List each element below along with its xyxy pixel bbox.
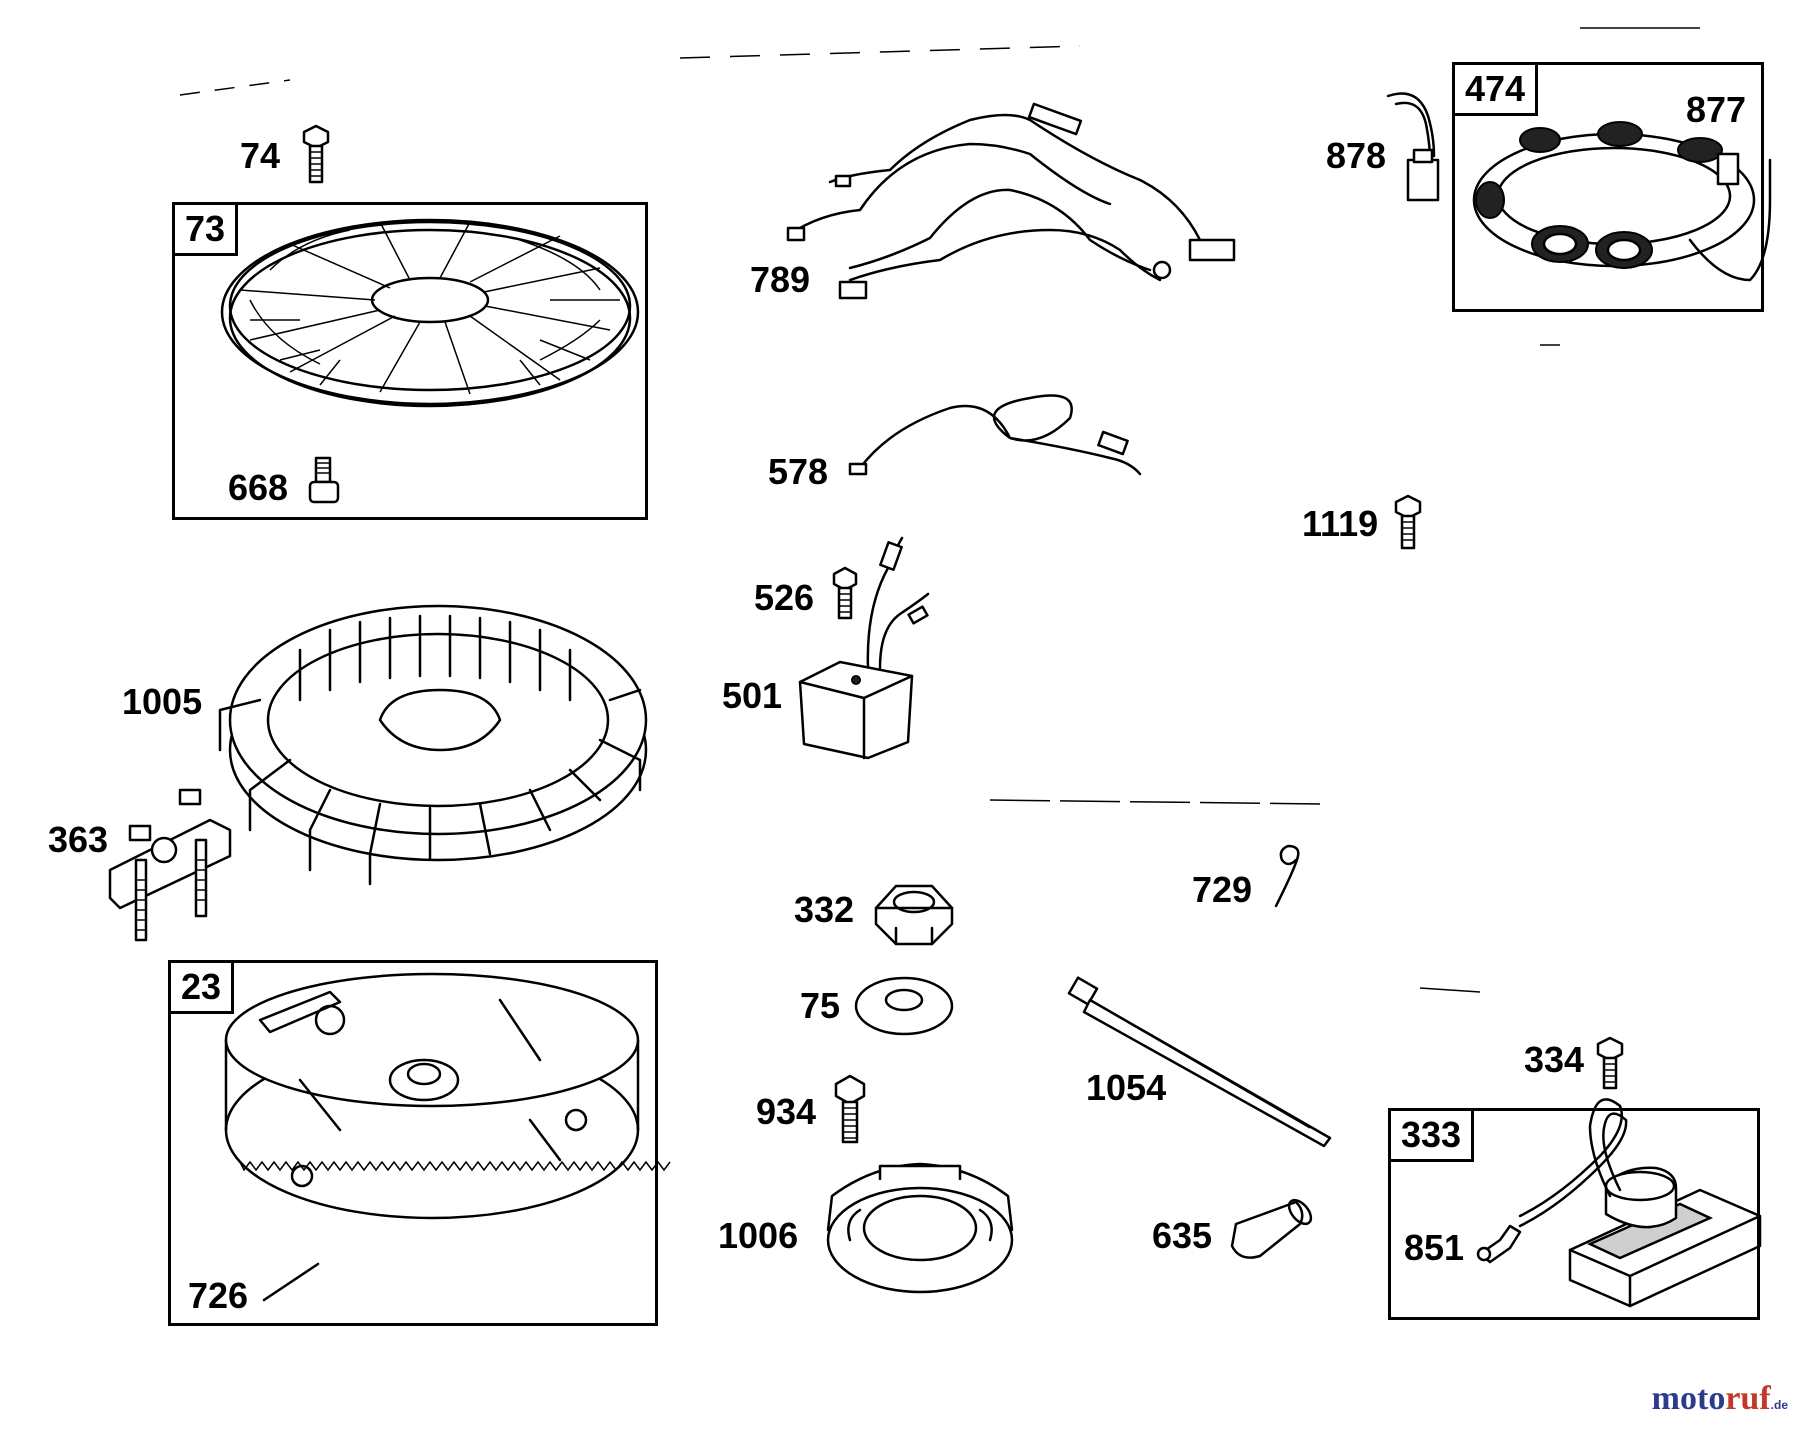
screw-668-icon — [308, 456, 340, 504]
group-tag-474: 474 — [1455, 65, 1539, 116]
brand-watermark: motoruf.de — [1652, 1380, 1788, 1418]
bolt-74-icon — [302, 124, 330, 184]
starter-cup-1006-icon — [826, 1162, 1014, 1294]
scan-artifacts — [179, 27, 1700, 993]
brand-part-b: ruf — [1725, 1380, 1771, 1417]
part-label-1006: 1006 — [718, 1215, 799, 1256]
rectifier-501-icon — [798, 536, 930, 760]
part-label-729: 729 — [1192, 869, 1253, 910]
brand-part-c: .de — [1770, 1398, 1788, 1412]
part-label-1119: 1119 — [1302, 503, 1379, 544]
blower-housing-73-icon — [220, 218, 640, 408]
nut-332-icon — [874, 884, 954, 946]
part-label-1054: 1054 — [1086, 1067, 1167, 1108]
connector-878-icon — [1386, 92, 1440, 202]
part-label-789: 789 — [750, 259, 811, 300]
part-label-501: 501 — [722, 675, 783, 716]
fan-1005-icon — [218, 604, 648, 886]
part-label-363: 363 — [48, 819, 109, 860]
cable-tie-1054-icon — [1067, 976, 1332, 1148]
leader-line-726 — [262, 1262, 320, 1302]
group-box-474: 474 — [1452, 62, 1764, 312]
part-label-74: 74 — [240, 135, 281, 176]
part-label-877: 877 — [1686, 89, 1747, 130]
part-label-851: 851 — [1404, 1227, 1465, 1268]
group-box-73: 73 — [172, 202, 648, 520]
group-tag-333: 333 — [1391, 1111, 1475, 1162]
wire-harness-789-icon — [786, 102, 1236, 300]
brand-part-a: moto — [1651, 1380, 1726, 1417]
part-label-934: 934 — [756, 1091, 817, 1132]
pin-729-icon — [1274, 844, 1300, 908]
flywheel-23-icon — [224, 972, 671, 1220]
part-label-332: 332 — [794, 889, 855, 930]
part-label-334: 334 — [1524, 1039, 1585, 1080]
bolt-526-icon — [832, 566, 858, 620]
part-label-635: 635 — [1152, 1215, 1213, 1256]
part-label-1005: 1005 — [122, 681, 203, 722]
group-tag-23: 23 — [171, 963, 235, 1014]
wire-578-icon — [848, 394, 1142, 476]
part-label-75: 75 — [800, 985, 841, 1026]
group-box-23: 23 — [168, 960, 658, 1326]
alternator-474-icon — [1472, 121, 1772, 282]
part-label-578: 578 — [768, 451, 829, 492]
spark-cap-635-icon — [1230, 1198, 1313, 1259]
clip-851-icon — [1476, 1224, 1522, 1264]
group-box-333: 333 — [1388, 1108, 1760, 1320]
washer-75-icon — [854, 976, 954, 1036]
bolt-334-icon — [1596, 1036, 1624, 1090]
bracket-363-icon — [108, 788, 232, 942]
bolt-934-icon — [834, 1074, 866, 1144]
part-label-878: 878 — [1326, 135, 1387, 176]
bolt-1119-icon — [1394, 494, 1422, 550]
part-label-526: 526 — [754, 577, 815, 618]
part-label-726: 726 — [188, 1275, 249, 1316]
group-tag-73: 73 — [175, 205, 239, 256]
ignition-module-333-icon — [1518, 1098, 1762, 1308]
part-label-668: 668 — [228, 467, 289, 508]
